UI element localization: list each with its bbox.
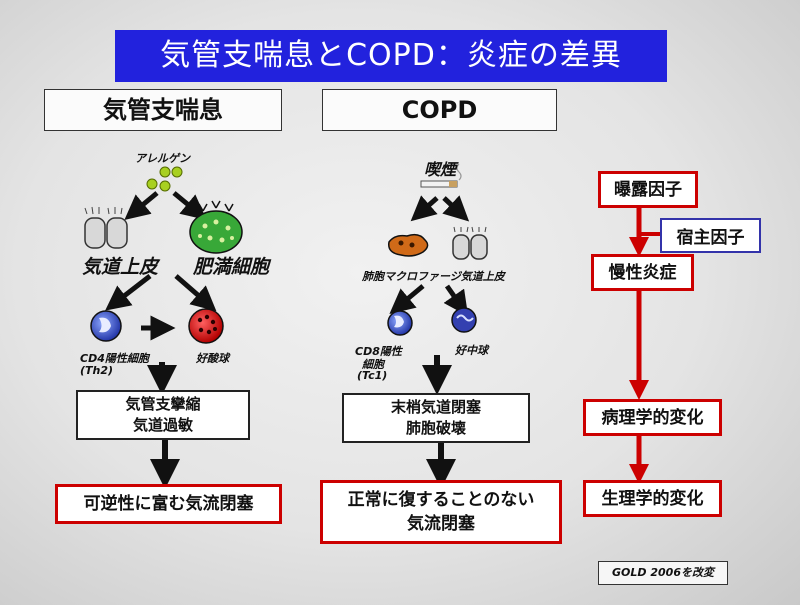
cd8-cell-label-2: 細胞 xyxy=(362,358,384,371)
source-citation: GOLD 2006を改変 xyxy=(598,561,728,585)
copd-epithelium-cells-icon xyxy=(452,226,488,260)
mast-cell-icon xyxy=(189,200,243,254)
slide-title: 気管支喘息とCOPD：炎症の差異 xyxy=(115,30,667,82)
allergen-label: アレルゲン xyxy=(135,152,190,165)
copd-outcome-line2: 気流閉塞 xyxy=(407,514,475,534)
neutrophil-label: 好中球 xyxy=(455,344,488,357)
eosinophil-label: 好酸球 xyxy=(196,352,229,365)
neutrophil-icon xyxy=(451,307,477,333)
asthma-effect-line1: 気管支攣縮 xyxy=(125,395,201,413)
asthma-effect-box: 気管支攣縮 気道過敏 xyxy=(76,390,250,440)
pathological-change-box: 病理学的変化 xyxy=(583,399,722,436)
exposure-factor-label: 曝露因子 xyxy=(614,179,682,200)
asthma-header: 気管支喘息 xyxy=(44,89,282,131)
cd4-cell-icon xyxy=(90,310,122,342)
chronic-inflammation-box: 慢性炎症 xyxy=(591,254,694,291)
cd8-tc1-label: (Tc1) xyxy=(357,369,388,382)
cd4-cell-label: CD4陽性細胞 xyxy=(80,352,149,365)
mast-cell-label: 肥満細胞 xyxy=(193,256,270,278)
host-factor-box: 宿主因子 xyxy=(660,218,761,253)
epithelium-cells-icon xyxy=(84,206,128,249)
copd-outcome-line1: 正常に復することのない xyxy=(347,490,535,510)
cigarette-icon xyxy=(420,163,462,188)
host-factor-label: 宿主因子 xyxy=(676,228,745,248)
physiological-change-box: 生理学的変化 xyxy=(583,480,722,517)
copd-header: COPD xyxy=(322,89,557,131)
allergen-icon xyxy=(146,166,183,192)
asthma-effect-line2: 気道過敏 xyxy=(132,416,193,434)
exposure-factor-box: 曝露因子 xyxy=(598,171,698,208)
cd8-cell-icon xyxy=(387,310,413,336)
asthma-outcome-box: 可逆性に富む気流閉塞 xyxy=(55,484,282,524)
macrophage-icon xyxy=(388,233,429,257)
copd-effect-line1: 末梢気道閉塞 xyxy=(390,398,481,416)
copd-effect-line2: 肺胞破壊 xyxy=(405,419,466,437)
cd8-cell-label: CD8陽性 xyxy=(355,345,402,358)
smoking-label: 喫煙 xyxy=(424,160,457,179)
eosinophil-icon xyxy=(188,308,224,344)
physiological-change-label: 生理学的変化 xyxy=(601,488,704,509)
chronic-inflammation-label: 慢性炎症 xyxy=(608,262,677,283)
pathological-change-label: 病理学的変化 xyxy=(601,407,704,428)
asthma-outcome-label: 可逆性に富む気流閉塞 xyxy=(83,494,254,514)
macrophage-epithelium-label: 肺胞マクロファージ気道上皮 xyxy=(362,270,505,283)
copd-effect-box: 末梢気道閉塞 肺胞破壊 xyxy=(342,393,530,443)
cd4-th2-label: (Th2) xyxy=(80,364,114,377)
copd-outcome-box: 正常に復することのない 気流閉塞 xyxy=(320,480,562,544)
epithelium-label: 気道上皮 xyxy=(82,256,159,278)
